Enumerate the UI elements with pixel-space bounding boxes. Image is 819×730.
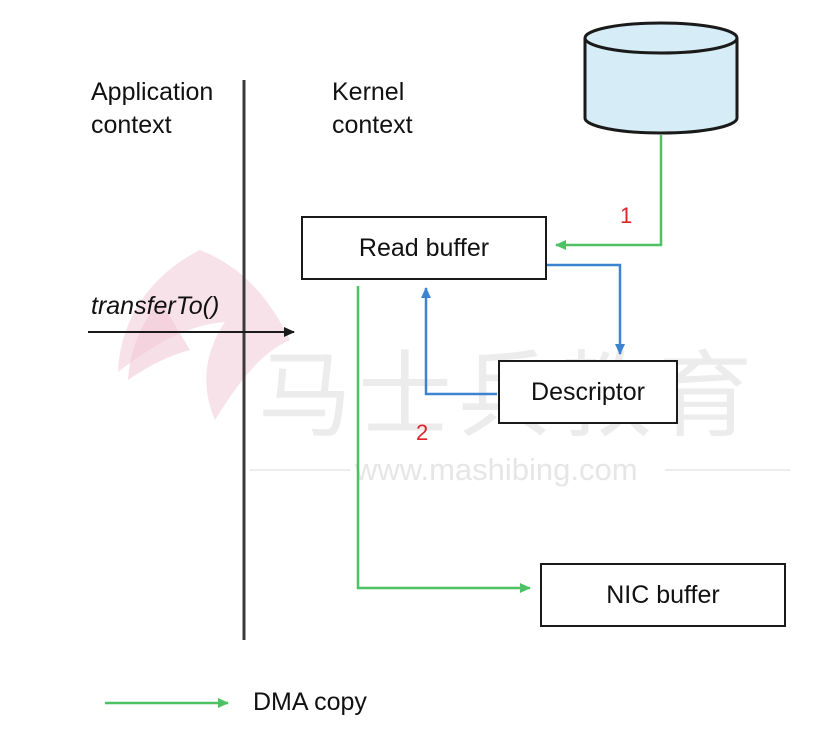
- nic-buffer-box: NIC buffer: [540, 563, 786, 627]
- descriptor-box: Descriptor: [498, 360, 678, 424]
- kernel-context-line-2: context: [332, 111, 413, 139]
- step-1-label: 1: [620, 203, 633, 228]
- legend-dma-copy-label: DMA copy: [253, 688, 367, 716]
- application-context-line-1: Application: [91, 78, 214, 106]
- dma-arrow-read-buffer-to-nic-buffer: [356, 286, 531, 593]
- step-2-label: 2: [416, 420, 429, 445]
- dma-arrow-disk-to-read-buffer: [555, 135, 663, 250]
- kernel-context-label: Kernel context: [332, 76, 413, 142]
- disk-icon: [583, 21, 739, 135]
- read-buffer-box: Read buffer: [301, 216, 547, 280]
- kernel-context-line-1: Kernel: [332, 78, 405, 106]
- pointer-arrow-read-buffer-to-descriptor: [547, 263, 625, 355]
- application-context-line-2: context: [91, 111, 172, 139]
- pointer-arrow-descriptor-to-read-buffer: [421, 287, 497, 396]
- application-context-label: Application context: [91, 76, 213, 142]
- watermark-url: www.mashibing.com: [355, 452, 638, 487]
- transfer-call-label: transferTo(): [91, 292, 220, 320]
